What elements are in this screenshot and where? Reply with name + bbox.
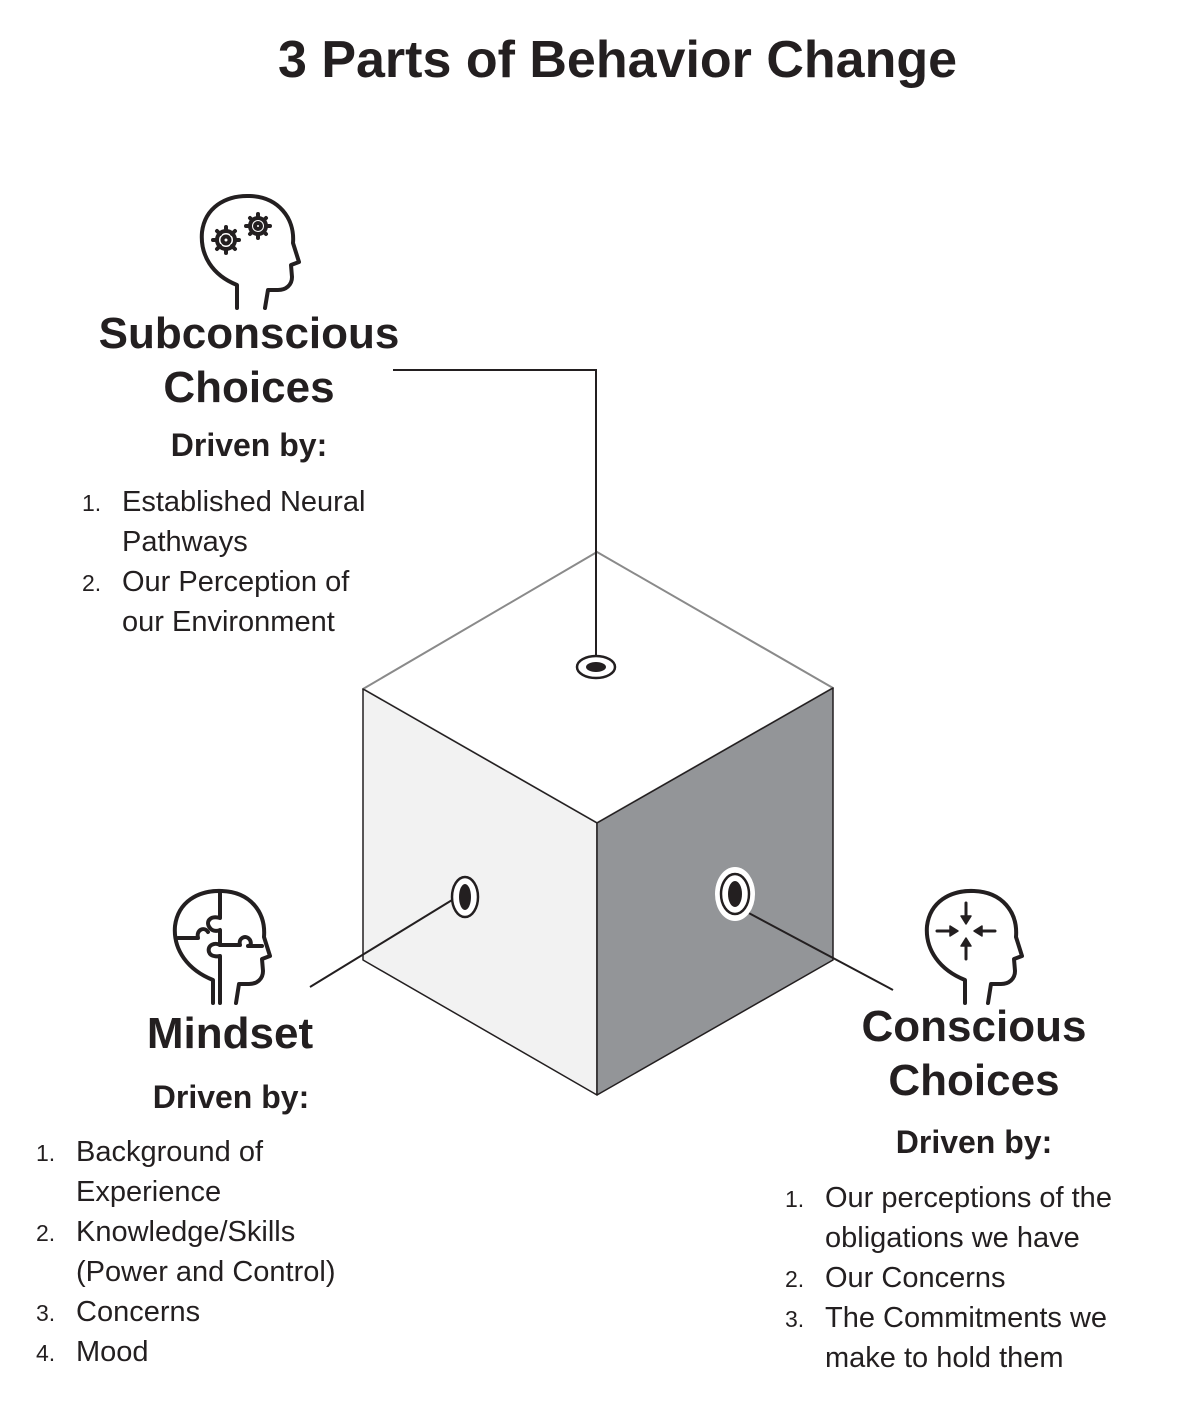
list-item: 3. The Commitments we make to hold them: [785, 1298, 1185, 1378]
list-line: obligations we have: [825, 1222, 1080, 1254]
list-line: Our Concerns: [825, 1262, 1006, 1294]
mindset-heading: Mindset: [100, 1007, 360, 1061]
list-line: The Commitments we: [825, 1302, 1108, 1334]
mindset-list: 1. Background of Experience 2. Knowledge/Sk…: [36, 1132, 396, 1372]
conscious-heading-line-1: Conscious: [861, 1002, 1087, 1051]
head-puzzle-icon: [172, 888, 272, 1005]
list-number: 1.: [82, 490, 102, 516]
cube-right-face: [596, 687, 834, 1096]
list-item: 1. Background of Experience: [36, 1132, 396, 1212]
list-line: Experience: [76, 1176, 222, 1208]
conscious-heading: Conscious Choices: [823, 1000, 1125, 1108]
connector-conscious: [744, 910, 894, 991]
list-number: 2.: [82, 570, 102, 596]
page-title: 3 Parts of Behavior Change: [277, 31, 958, 89]
list-number: 1.: [36, 1140, 56, 1166]
list-item: 2. Our Perception of our Environment: [82, 562, 422, 642]
list-item: 1. Our perceptions of the obligations we h…: [785, 1178, 1185, 1258]
list-line: Background of: [76, 1136, 264, 1168]
connector-subconscious: [393, 369, 597, 656]
list-line: Mood: [76, 1336, 149, 1368]
mindset-heading-line-1: Mindset: [146, 1009, 314, 1058]
list-number: 3.: [36, 1300, 56, 1326]
conscious-heading-line-2: Choices: [888, 1056, 1060, 1105]
list-item: 2. Knowledge/Skills (Power and Control): [36, 1212, 396, 1292]
list-number: 2.: [36, 1220, 56, 1246]
connector-mindset: [309, 896, 458, 988]
list-line: Established Neural: [122, 486, 366, 518]
list-line: make to hold them: [825, 1342, 1064, 1374]
list-number: 3.: [785, 1306, 805, 1332]
marker-right: [715, 867, 755, 921]
list-line: (Power and Control): [76, 1256, 336, 1288]
list-item: 2. Our Concerns: [785, 1258, 1185, 1298]
list-number: 1.: [785, 1186, 805, 1212]
list-number: 2.: [785, 1266, 805, 1292]
list-item: 3. Concerns: [36, 1292, 396, 1332]
list-line: Concerns: [76, 1296, 201, 1328]
list-line: Knowledge/Skills: [76, 1216, 296, 1248]
head-focus-icon: [924, 888, 1024, 1005]
subconscious-heading-line-2: Choices: [163, 363, 335, 412]
marker-top: [575, 654, 617, 680]
marker-left: [450, 875, 480, 919]
list-line: our Environment: [122, 606, 335, 638]
head-gears-icon: [199, 193, 301, 310]
list-item: 4. Mood: [36, 1332, 396, 1372]
list-line: Our perceptions of the: [825, 1182, 1112, 1214]
cube: [362, 551, 834, 1096]
subconscious-heading: Subconscious Choices: [48, 307, 450, 415]
list-number: 4.: [36, 1340, 56, 1366]
mindset-driven-by: Driven by:: [152, 1079, 310, 1115]
subconscious-driven-by: Driven by:: [170, 427, 328, 463]
list-line: Pathways: [122, 526, 248, 558]
conscious-driven-by: Driven by:: [895, 1124, 1053, 1160]
conscious-list: 1. Our perceptions of the obligations we h…: [785, 1178, 1185, 1378]
subconscious-heading-line-1: Subconscious: [98, 309, 400, 358]
list-line: Our Perception of: [122, 566, 350, 598]
